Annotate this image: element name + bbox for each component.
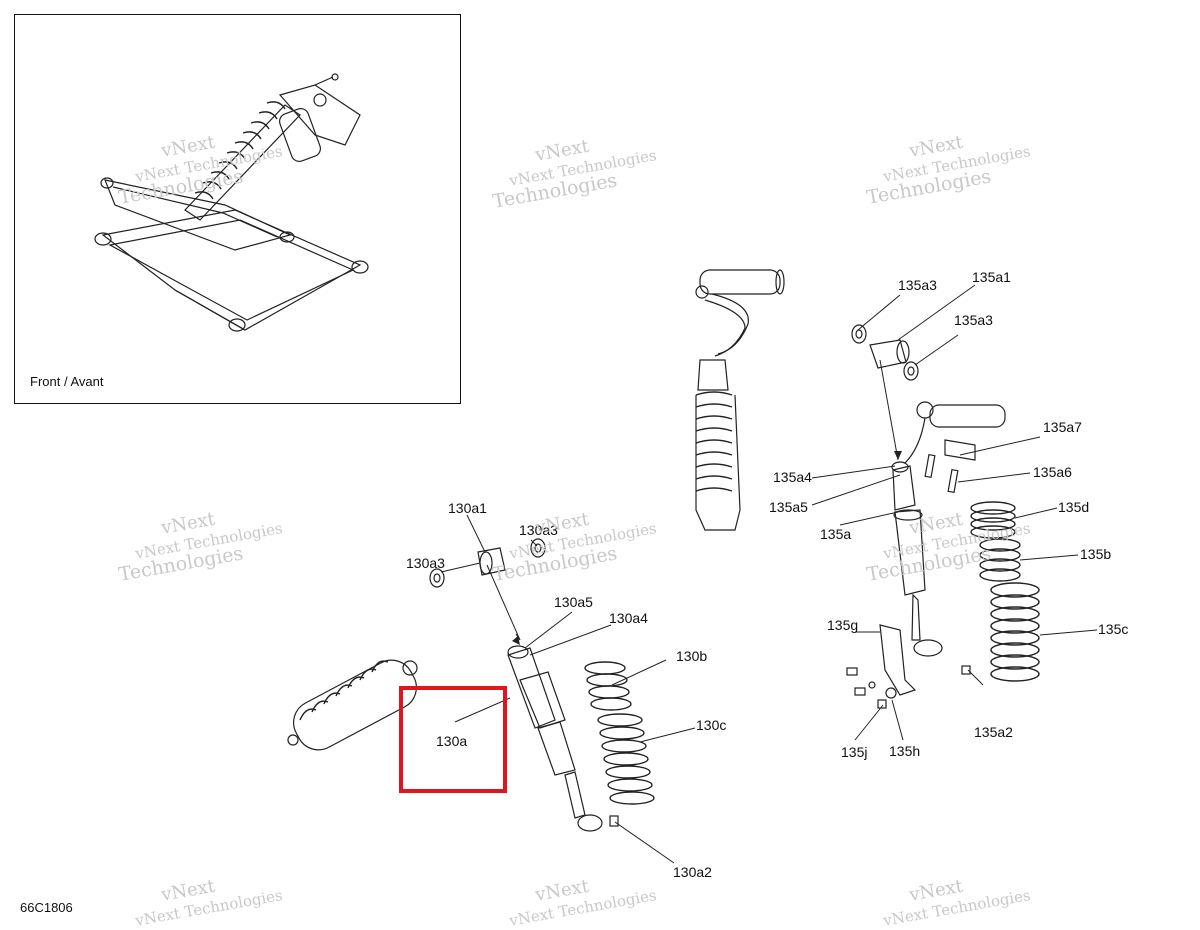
callout-135a3-top: 135a3: [898, 277, 937, 293]
shock-assembly-135-assembled: [695, 269, 785, 531]
callout-130a: 130a: [436, 733, 468, 749]
callout-135j: 135j: [841, 744, 868, 760]
callout-135a3-bottom: 135a3: [954, 312, 993, 328]
overview-assembly-drawing: [94, 73, 369, 332]
callout-135a4: 135a4: [773, 469, 812, 485]
callout-130a1: 130a1: [448, 500, 487, 516]
callout-130a5: 130a5: [554, 594, 593, 610]
callout-130a4: 130a4: [609, 610, 648, 626]
callout-135a: 135a: [820, 526, 852, 542]
callout-135c: 135c: [1098, 621, 1129, 637]
callout-130a2: 130a2: [673, 864, 712, 880]
callout-130a3-left: 130a3: [406, 555, 445, 571]
callout-135d: 135d: [1058, 499, 1090, 515]
callout-130a3-right: 130a3: [519, 522, 558, 538]
callout-135h: 135h: [889, 743, 921, 759]
callout-130b: 130b: [676, 648, 708, 664]
callout-135a6: 135a6: [1033, 464, 1072, 480]
callout-135a1: 135a1: [972, 269, 1011, 285]
callout-135b: 135b: [1080, 546, 1112, 562]
inset-caption: Front / Avant: [30, 374, 104, 389]
callout-135g: 135g: [827, 617, 859, 633]
shock-assembly-130-assembled: [287, 659, 418, 751]
callout-130c: 130c: [696, 717, 727, 733]
callout-135a2: 135a2: [974, 724, 1013, 740]
diagram-code: 66C1806: [20, 900, 73, 915]
callout-135a7: 135a7: [1043, 419, 1082, 435]
callout-135a5: 135a5: [769, 499, 808, 515]
highlight-box: [399, 686, 507, 793]
overview-inset: Front / Avant: [14, 14, 461, 404]
